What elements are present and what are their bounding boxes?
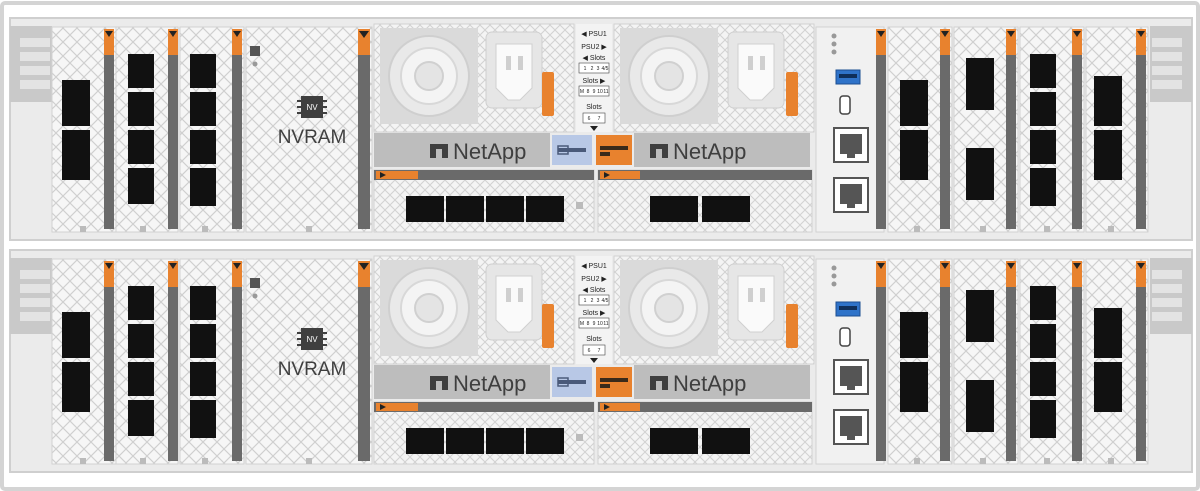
brand-bar-left: NetApp [374,133,550,167]
io-module-center-right[interactable] [597,169,813,233]
controller-module-2 [9,249,1193,473]
usb-icon[interactable] [835,69,861,85]
management-module[interactable] [815,26,886,233]
io-module-right-4[interactable] [1085,26,1149,233]
controller-module: NV NVRAM ◀ PSU1 [9,17,1193,241]
svg-text:M: M [580,89,584,95]
io-module-left-1[interactable] [51,26,117,233]
netapp-logo-icon [650,144,668,158]
io-module-left-2[interactable] [115,26,179,233]
release-latch-icon[interactable] [552,135,592,165]
nvram-badge: NV [306,103,318,112]
slots-grid-b: M 8 9 10 11 [578,85,610,97]
nvram-chip-icon: NV [297,96,327,118]
svg-text:9: 9 [593,89,596,95]
netapp-logo-icon [430,144,448,158]
nvram-label: NVRAM [278,127,347,148]
slots-grid-a: 1 2 3 4/5 [578,62,610,74]
io-module-left-3[interactable] [179,26,245,233]
slots-grid-c: 6 7 [582,112,606,124]
psu-2[interactable] [613,23,815,133]
right-handle[interactable] [1150,26,1192,102]
slots-right-label: Slots ▶ [583,78,607,85]
svg-text:10: 10 [597,89,603,95]
nvram-module[interactable]: NV NVRAM [245,26,373,233]
psu-1[interactable] [373,23,575,133]
ethernet-icon[interactable] [833,127,869,163]
svg-text:4/5: 4/5 [602,66,609,72]
psu-fan-icon [380,28,478,124]
psu-slot-legend: ◀ PSU1 PSU2 ▶ ◀ Slots 1 2 3 4/5 Slots ▶ … [576,24,612,132]
svg-text:3: 3 [597,66,600,72]
svg-text:11: 11 [603,89,608,95]
svg-text:1: 1 [584,66,587,72]
svg-text:8: 8 [587,89,590,95]
svg-text:6: 6 [588,116,591,122]
brand-label: NetApp [453,139,526,164]
psu2-label: PSU2 ▶ [581,44,607,51]
brand-bar-right: NetApp [634,133,810,167]
brand-label: NetApp [673,139,746,164]
svg-text:2: 2 [591,66,594,72]
power-inlet-icon [727,31,785,109]
psu1-label: ◀ PSU1 [581,31,607,38]
release-latch-icon[interactable] [596,135,632,165]
io-module-right-2[interactable] [953,26,1019,233]
left-handle[interactable] [10,26,52,102]
io-module-right-3[interactable] [1019,26,1085,233]
slots-label: Slots [586,104,602,111]
io-module-center-left[interactable] [373,169,595,233]
io-module-right-1[interactable] [887,26,953,233]
ethernet-icon[interactable] [833,177,869,213]
slots-left-label: ◀ Slots [583,55,606,62]
svg-text:7: 7 [598,116,601,122]
psu-fan-icon [620,28,718,124]
power-inlet-icon [485,31,543,109]
